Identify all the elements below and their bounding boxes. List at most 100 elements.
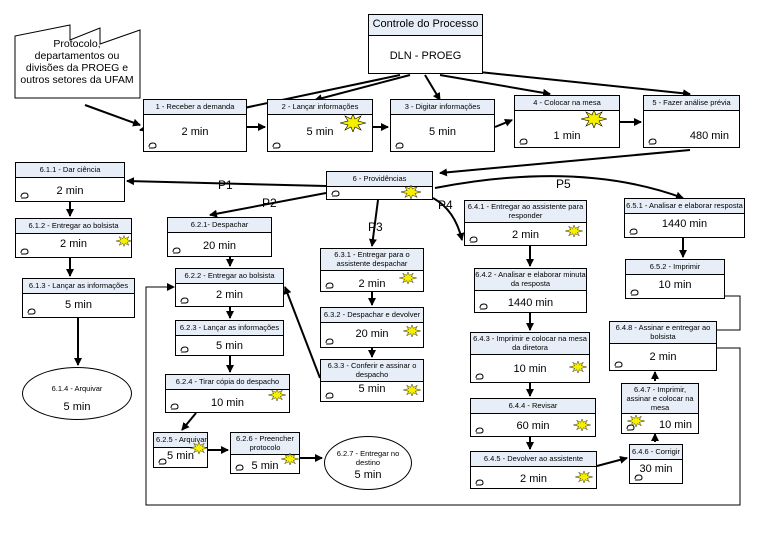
arrow-624-625 (181, 412, 197, 431)
operator-icon (331, 190, 340, 197)
arrow-p3 (368, 199, 379, 247)
step-6-2-6-label: 6.2.6 - Preencher protocolo (231, 433, 299, 455)
step-6-4-4: 6.4.4 - Revisar 60 min (470, 398, 596, 437)
step-6-1-1-time: 2 min (56, 185, 84, 197)
operator-icon (634, 474, 643, 481)
step-6-1-2-time: 2 min (60, 238, 87, 250)
step-1-time: 2 min (181, 126, 209, 138)
operator-icon (629, 228, 638, 235)
arrow-p5 (434, 175, 684, 200)
step-6-2-5: 6.2.5 - Arquivar 5 min (153, 432, 208, 468)
operator-icon (20, 248, 29, 255)
step-5-label: 5 - Fazer análise prévia (644, 96, 739, 111)
step-6-4-7-time: 10 min (658, 419, 692, 431)
step-6-1-3-time: 5 min (65, 299, 92, 311)
step-6-5-2: 6.5.2 - Imprimir 10 min (625, 259, 725, 299)
kaizen-burst-icon (340, 114, 366, 132)
step-6-4-3-time: 10 min (513, 363, 547, 375)
step-6-3-3: 6.3.3 - Conferir e assinar o despacho 5 … (320, 359, 424, 402)
step-6-4-2-label: 6.4.2 - Analisar e elaborar minuta da re… (475, 269, 586, 291)
operator-icon (158, 458, 167, 465)
operator-icon (395, 142, 404, 149)
arrow-645-646 (596, 455, 628, 467)
operator-icon (180, 297, 189, 304)
arrow-s3-s4 (494, 118, 513, 128)
kaizen-burst-icon (575, 471, 593, 483)
step-6-1-1-label: 6.1.1 - Dar ciência (16, 163, 124, 178)
step-6-2-3: 6.2.3 - Lançar as informações 5 min (175, 320, 284, 356)
operator-icon (475, 373, 484, 380)
step-6-5-2-time: 10 min (658, 279, 692, 291)
step-6-2-3-time: 5 min (216, 340, 243, 352)
supplier-shape (14, 24, 141, 99)
step-4-label: 4 - Colocar na mesa (515, 96, 619, 111)
operator-icon (148, 142, 157, 149)
step-6-4-4-time: 60 min (516, 420, 550, 432)
step-6-3-3-label: 6.3.3 - Conferir e assinar o despacho (321, 360, 423, 382)
step-6-4-1-label: 6.4.1 - Entregar ao assistente para resp… (465, 201, 586, 223)
step-6-4-1-time: 2 min (512, 229, 539, 241)
kaizen-burst-icon (573, 419, 591, 431)
step-6-4-3-label: 6.4.3 - Imprimir e colocar na mesa da di… (471, 333, 589, 355)
operator-icon (272, 142, 281, 149)
path-label-p2: P2 (262, 196, 277, 210)
step-6-4-2-time: 1440 min (507, 297, 554, 309)
step-5-time: 480 min (689, 130, 729, 142)
operator-icon (180, 346, 189, 353)
control-title: Controle do Processo (369, 15, 482, 36)
operator-icon (626, 424, 635, 431)
step-6-2-2-label: 6.2.2 - Entregar ao bolsista (176, 269, 283, 284)
step-6-3-1: 6.3.1 - Entregar para o assistente despa… (320, 248, 424, 292)
kaizen-burst-icon (399, 272, 417, 284)
step-6-2-1-time: 20 min (202, 240, 237, 252)
step-6-4-5: 6.4.5 - Devolver ao assistente 2 min (470, 451, 597, 489)
step-6-5-1: 6.5.1 - Analisar e elaborar resposta 144… (624, 198, 745, 238)
step-6-3-1-label: 6.3.1 - Entregar para o assistente despa… (321, 249, 423, 271)
operator-icon (475, 427, 484, 434)
step-6-label: 6 - Providências (327, 172, 432, 187)
arrow-p1 (126, 177, 327, 187)
step-6-3-1-time: 2 min (358, 278, 386, 290)
operator-icon (630, 289, 639, 296)
arrow-p4 (432, 197, 465, 241)
step-4-time: 1 min (553, 130, 581, 142)
operator-icon (27, 308, 36, 315)
step-3: 3 - Digitar informações 5 min (390, 99, 495, 152)
operator-icon (614, 361, 623, 368)
step-6-4-5-label: 6.4.5 - Devolver ao assistente (471, 452, 596, 467)
operator-icon (325, 392, 334, 399)
operator-icon (20, 192, 29, 199)
step-6-4-3: 6.4.3 - Imprimir e colocar na mesa da di… (470, 332, 590, 383)
kaizen-burst-icon (401, 185, 421, 199)
arrow-control-s5 (459, 69, 691, 98)
step-6-2-2: 6.2.2 - Entregar ao bolsista 2 min (175, 268, 284, 307)
step-6-1-2-label: 6.1.2 - Entregar ao bolsista (16, 219, 131, 234)
path-label-p5: P5 (556, 177, 571, 191)
step-6-4-6-label: 6.4.6 - Corrigir (630, 445, 682, 460)
step-6-4-7: 6.4.7 - Imprimir, assinar e colocar na m… (621, 383, 699, 434)
kaizen-burst-icon (581, 110, 607, 128)
step-6-4-8-label: 6.4.8 - Assinar e entregar ao bolsista (610, 322, 716, 344)
step-6-4-1: 6.4.1 - Entregar ao assistente para resp… (464, 200, 587, 246)
loop-648-622 (145, 283, 741, 506)
operator-icon (235, 464, 244, 471)
step-6-2-5-time: 5 min (167, 450, 194, 462)
step-6-1-4-time: 5 min (63, 401, 91, 413)
arrow-supplier-s1 (84, 104, 141, 127)
step-6-4-7-label: 6.4.7 - Imprimir, assinar e colocar na m… (622, 384, 698, 414)
step-6-1-4: 6.1.4 - Arquivar 5 min (22, 367, 132, 420)
path-label-p1: P1 (218, 178, 233, 192)
step-1: 1 - Receber a demanda 2 min (143, 99, 247, 152)
step-6-2-5-label: 6.2.5 - Arquivar (154, 433, 207, 448)
path-label-p4: P4 (438, 198, 453, 212)
step-6-2-4-time: 10 min (210, 397, 245, 409)
step-6-2-1-label: 6.2.1- Despachar (168, 218, 271, 233)
step-1-label: 1 - Receber a demanda (144, 100, 246, 115)
line-652-648 (717, 295, 741, 331)
control-box: Controle do Processo DLN - PROEG (368, 14, 483, 74)
operator-icon (325, 338, 334, 345)
step-6: 6 - Providências (326, 171, 433, 200)
step-6-2-7-label: 6.2.7 - Entregar no destino (336, 449, 400, 467)
kaizen-burst-icon (627, 415, 645, 427)
